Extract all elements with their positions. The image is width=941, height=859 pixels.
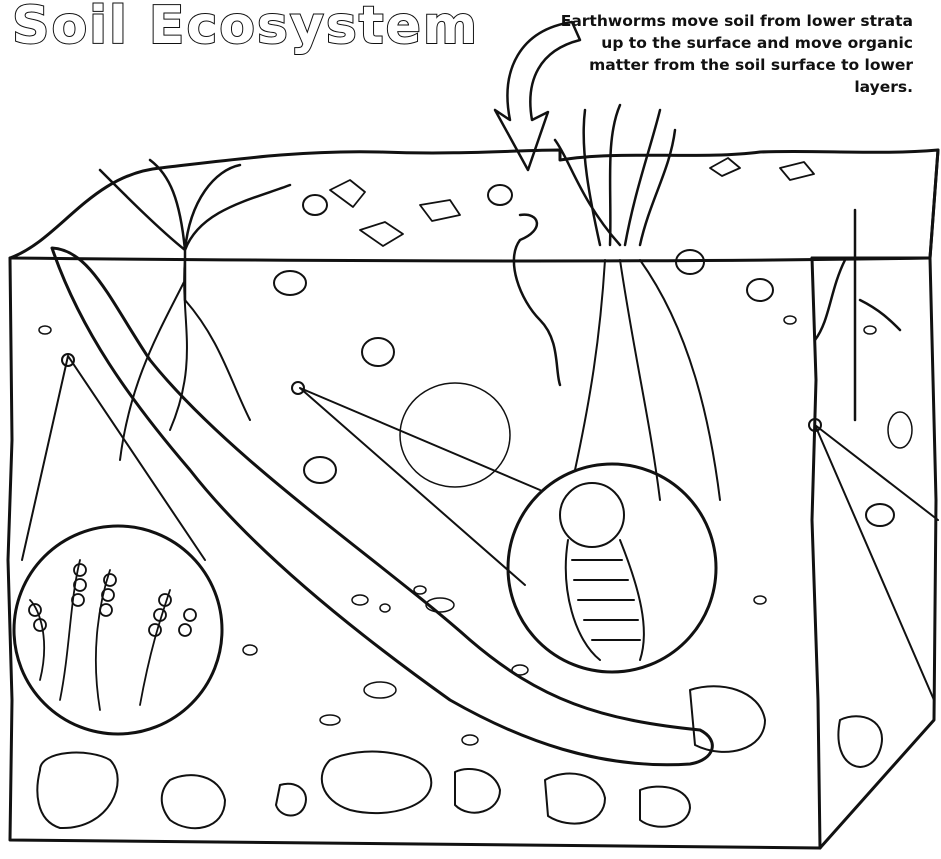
earthworm-arrow [495,22,580,170]
magnifier-left-cone [22,356,205,560]
stones [37,686,882,828]
grass-right [555,105,675,245]
earthworm-burrow [52,248,712,765]
fungi-chains [29,560,196,710]
pebbles [39,316,912,745]
faint-circle [400,383,510,487]
plant-left-roots [120,258,250,460]
magnified-worm [560,483,644,660]
plant-right [815,210,900,420]
magnifier-right-cone [815,425,938,700]
earthworm [514,215,560,385]
magnifier-center-cone [300,388,540,585]
soil-block-top-surface [10,150,938,261]
plant-left [100,160,290,300]
soil-block-right-edge [930,150,938,258]
mites [274,185,894,526]
